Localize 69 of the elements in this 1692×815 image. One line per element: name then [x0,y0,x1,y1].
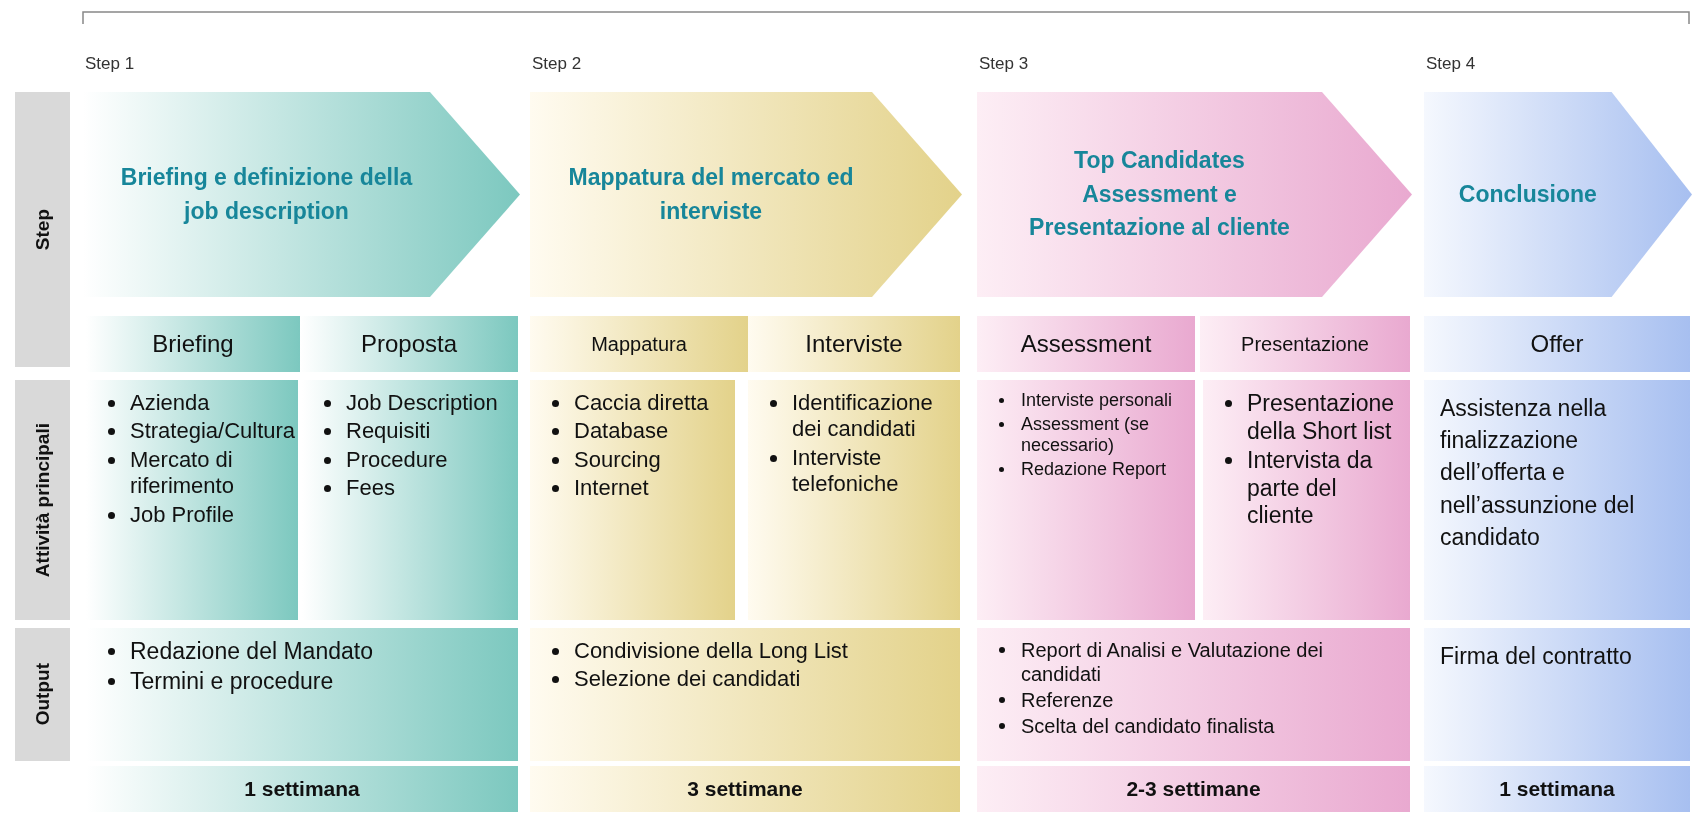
activity-panel [1424,628,1690,761]
phase-header-box [1200,316,1410,372]
duration-label: 3 settimane [687,777,803,801]
bullet-item: Strategia/Cultura [130,418,296,444]
row-header-band [15,92,70,367]
bullet-item: Interviste personali [1021,390,1173,410]
bullet-item: Report di Analisi e Valutazione dei candidati [1021,639,1324,685]
duration-bar [530,766,960,812]
duration-label: 1 settimana [244,777,360,801]
activity-panel [977,380,1195,620]
step-number-label: Step 3 [979,54,1029,74]
step-title: Conclusione [1458,179,1597,209]
phase-label: Proposta [360,330,458,358]
phase-header-box [530,316,748,372]
bullet-item: Job Description [346,390,498,415]
bullet-item: Selezione dei candidati [574,666,801,692]
duration-bar [977,766,1410,812]
activity-panel [530,380,735,620]
bullet-item: Caccia diretta [574,390,709,415]
phase-label: Mappatura [591,332,687,356]
step-number-label: Step 2 [532,54,582,74]
bullet-item: Redazione Report [1021,458,1167,479]
step-title: Briefing e definizione della job description [119,163,414,226]
bullet-item: Referenze [1021,689,1114,711]
bullet-item: Identificazione dei candidati [792,390,933,442]
phase-label: Briefing [152,330,234,358]
phase-header-box [1424,316,1690,372]
bullet-item: Requisiti [346,418,431,444]
row-header-label: Attività principali [31,422,54,578]
row-header-band [15,380,70,620]
bullet-item: Mercato di riferimento [130,446,234,499]
bullet-item: Azienda [130,390,210,415]
body-text: Firma del contratto [1440,642,1633,671]
step-number-label: Step 1 [85,54,135,74]
bullet-item: Intervista da parte del cliente [1247,447,1373,529]
phase-label: Interviste [805,330,903,358]
bullet-item: Procedure [346,446,448,472]
activity-panel [977,628,1410,761]
row-header-label: Output [31,663,54,726]
duration-bar [1424,766,1690,812]
bullet-item: Job Profile [130,501,234,527]
row-header-band [15,628,70,761]
step-title: Top Candidates Assessment e Presentazione al cliente [1028,146,1291,243]
duration-label: 2-3 settimane [1126,777,1261,801]
bullet-item: Scelta del candidato finalista [1021,715,1275,737]
bullet-item: Presentazione della Short list [1247,390,1395,444]
phase-label: Offer [1530,330,1584,358]
phase-label: Assessment [1020,330,1152,358]
activity-panel [1203,380,1410,620]
activity-panel [748,380,960,620]
bullet-item: Internet [574,475,649,501]
phase-label: Presentazione [1241,332,1369,356]
phase-header-box [977,316,1195,372]
bullet-item: Interviste telefoniche [792,444,899,497]
step-title: Mappatura del mercato ed interviste [567,163,855,226]
step-number-label: Step 4 [1426,54,1476,74]
bullet-item: Condivisione della Long List [574,638,848,663]
bullet-item: Assessment (se necessario) [1021,413,1150,456]
activity-panel [1424,380,1690,620]
activity-panel [530,628,960,761]
phase-header-box [748,316,960,372]
bullet-item: Sourcing [574,446,661,472]
bullet-item: Termini e procedure [130,667,334,694]
bullet-item: Fees [346,475,395,501]
body-text: Assistenza nella finalizzazione dell’offerta e nell’assunzione del candidato [1440,394,1636,552]
row-header-label: Step [31,208,54,251]
duration-label: 1 settimana [1499,777,1615,801]
bullet-item: Database [574,418,669,444]
bullet-item: Redazione del Mandato [130,638,373,664]
